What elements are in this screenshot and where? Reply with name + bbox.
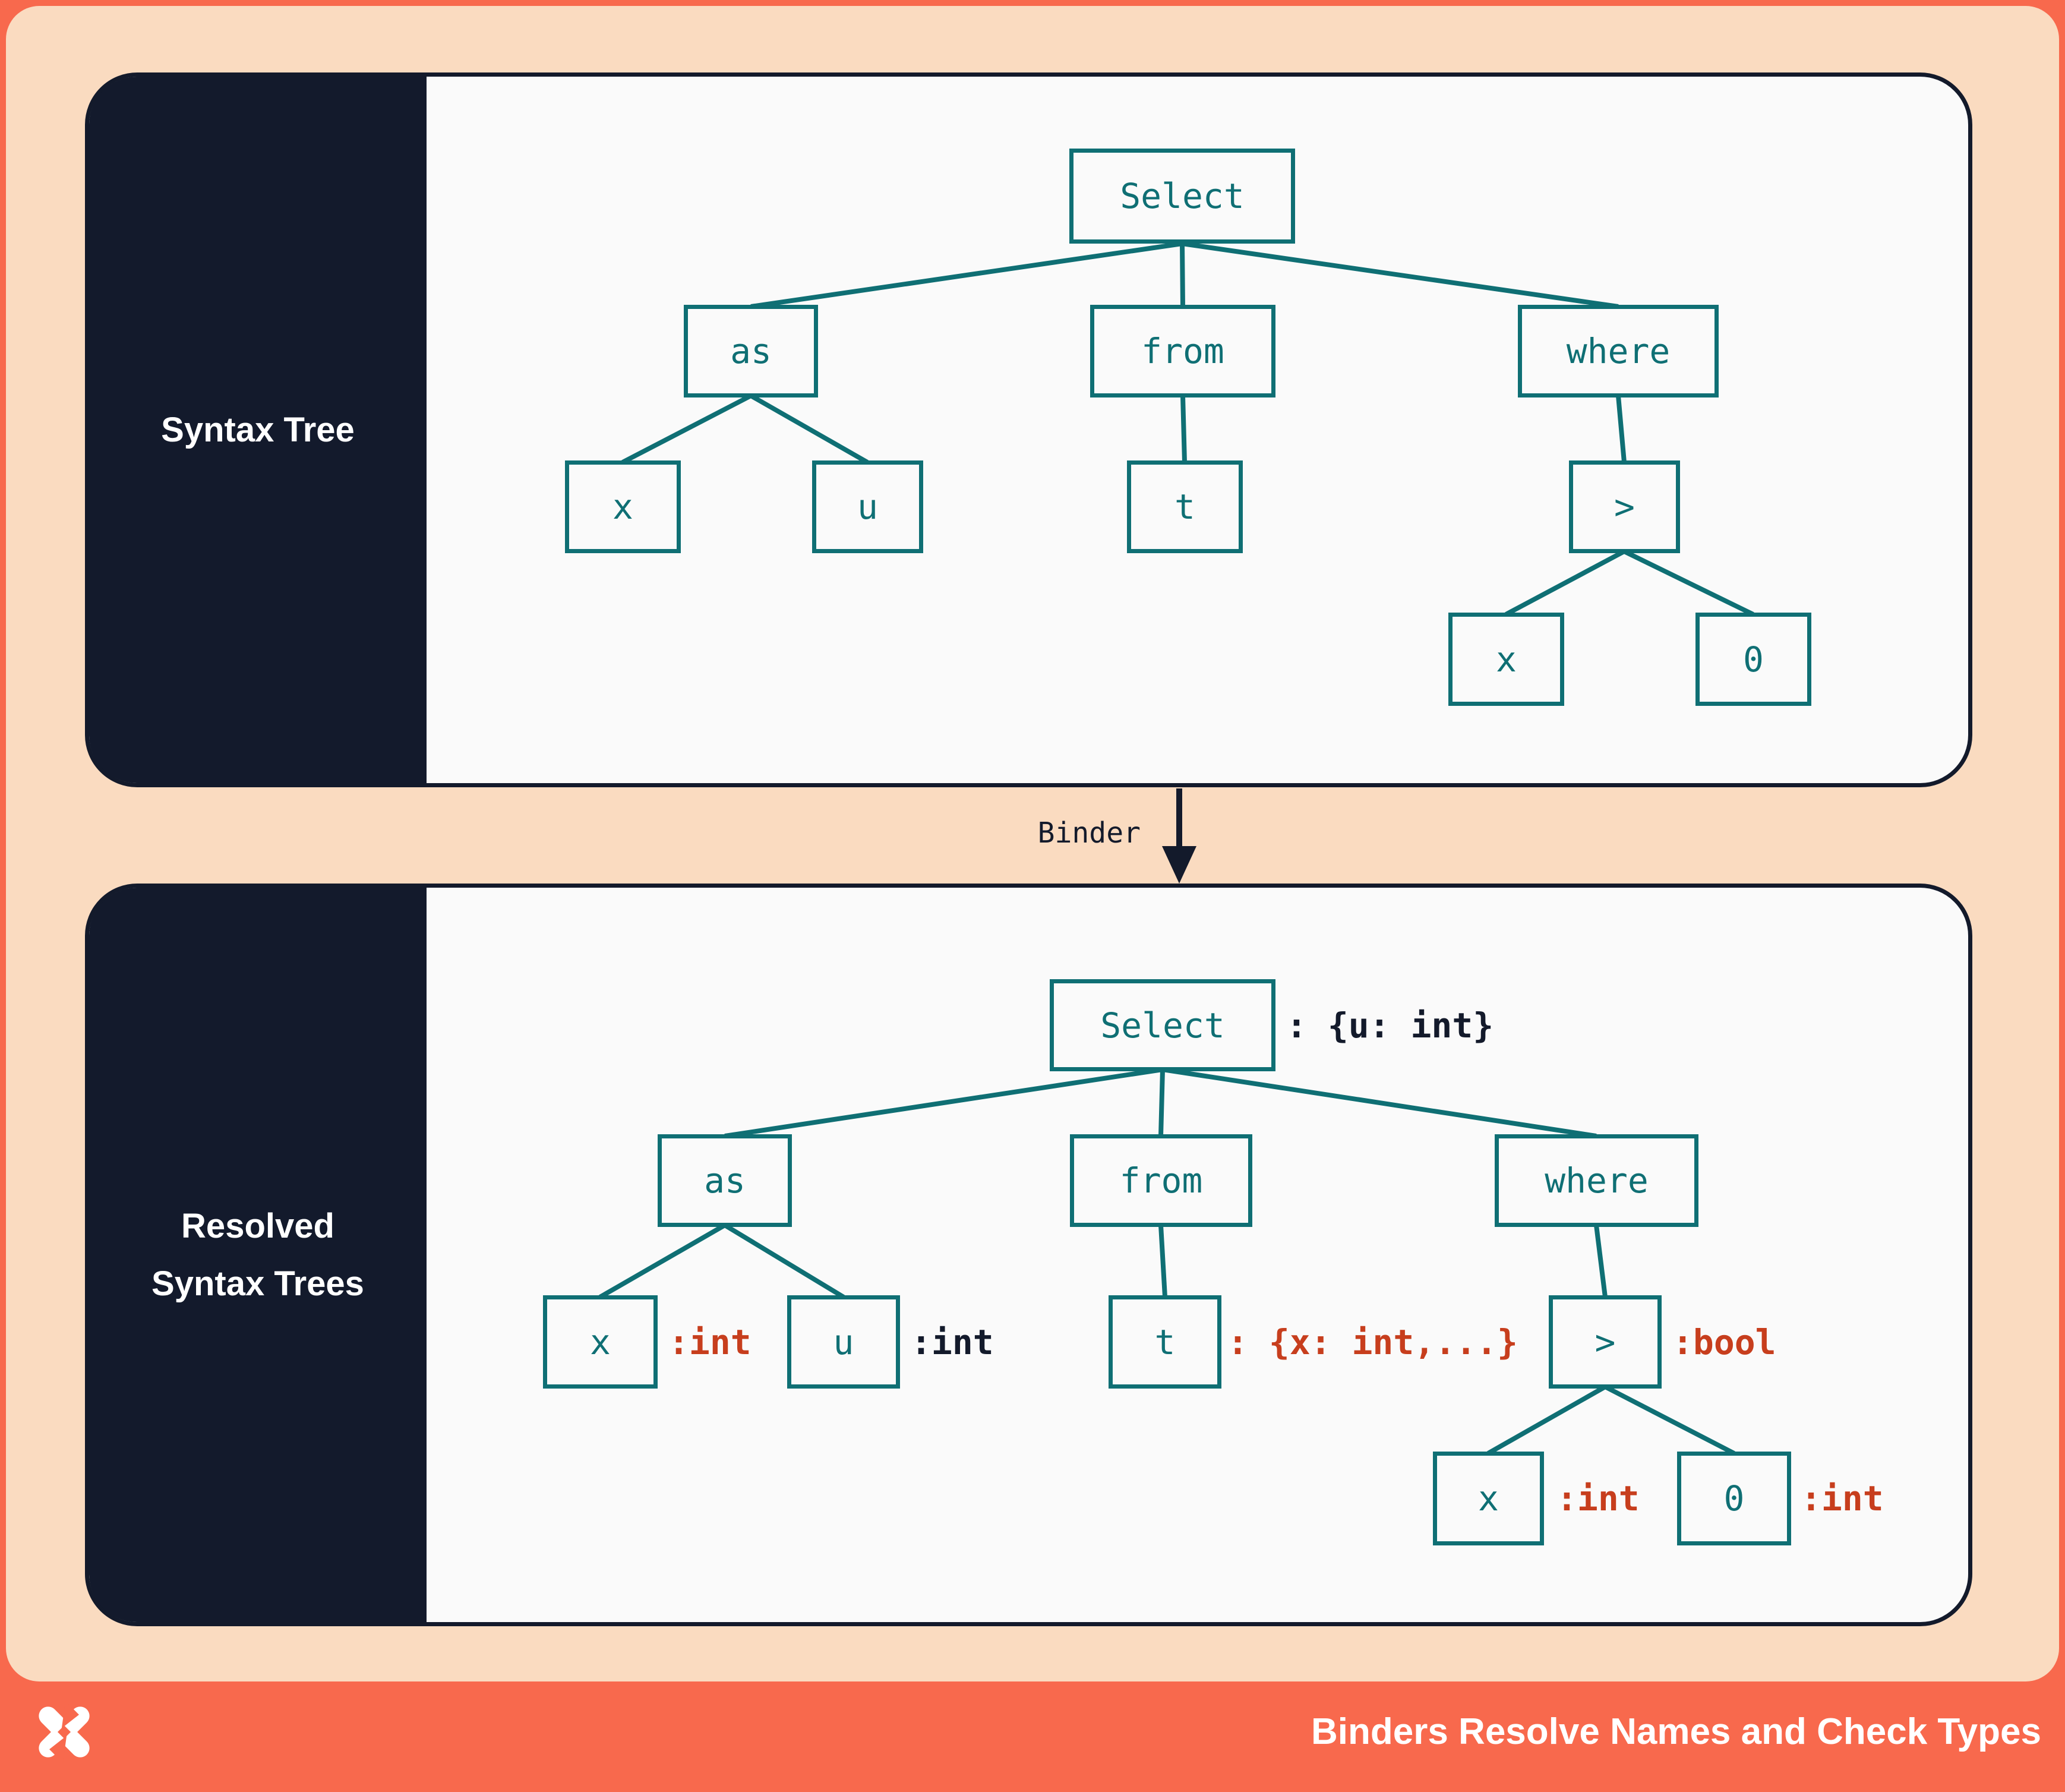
node-select-resolved: Select	[1050, 979, 1275, 1071]
resolved-syntax-trees-panel-sidebar: Resolved Syntax Trees	[89, 888, 427, 1622]
node-zero-resolved: 0	[1677, 1452, 1791, 1545]
resolved-syntax-trees-panel: Resolved Syntax Trees	[85, 884, 1972, 1626]
edge-select-where	[1162, 1067, 1597, 1138]
edge-gt-zero	[1623, 549, 1754, 617]
type-annotation-x-right: :int	[1556, 1478, 1640, 1519]
edge-select-from	[1158, 1069, 1165, 1137]
type-annotation-greater-than: :bool	[1672, 1321, 1776, 1362]
node-where-resolved: where	[1495, 1134, 1698, 1227]
node-u-resolved: u	[787, 1295, 900, 1389]
edge-from-t	[1158, 1225, 1167, 1298]
edge-where-gt	[1594, 1225, 1608, 1298]
type-annotation-select: : {u: int}	[1286, 1005, 1494, 1046]
binder-arrow	[1162, 788, 1196, 884]
binder-label: Binder	[1037, 816, 1141, 850]
syntax-tree-panel: Syntax Tree	[85, 72, 1972, 787]
type-annotation-u: :int	[911, 1321, 994, 1362]
node-u: u	[812, 460, 923, 553]
node-from: from	[1090, 305, 1275, 397]
node-greater-than: >	[1569, 460, 1680, 553]
edge-as-x	[599, 1223, 726, 1299]
edge-select-from	[1180, 243, 1185, 307]
node-zero: 0	[1695, 613, 1811, 706]
node-x-left-resolved: x	[543, 1295, 658, 1389]
edge-as-x	[621, 393, 752, 465]
edge-as-u	[750, 393, 869, 465]
edge-select-as	[724, 1067, 1163, 1138]
bottom-tree-edges	[599, 1067, 1735, 1456]
node-as-resolved: as	[658, 1134, 792, 1227]
type-annotation-t: : {x: int,...}	[1227, 1321, 1518, 1362]
footer-title: Binders Resolve Names and Check Types	[1311, 1711, 2041, 1752]
syntax-tree-panel-sidebar: Syntax Tree	[89, 77, 427, 783]
edge-from-t	[1180, 395, 1187, 463]
edge-select-where	[1182, 241, 1619, 309]
resolved-panel-label-line2: Syntax Trees	[151, 1264, 364, 1303]
edge-select-as	[750, 241, 1183, 309]
top-tree-edges	[621, 241, 1754, 617]
syntax-tree-panel-label: Syntax Tree	[161, 411, 355, 449]
node-t-resolved: t	[1109, 1295, 1221, 1389]
x-pinwheel-logo-icon	[39, 1701, 90, 1763]
node-x-right-resolved: x	[1433, 1452, 1544, 1545]
edge-where-gt	[1616, 395, 1627, 463]
type-annotation-x-left: :int	[668, 1321, 752, 1362]
edge-as-u	[723, 1223, 845, 1299]
node-x-right: x	[1448, 613, 1564, 706]
node-t: t	[1127, 460, 1243, 553]
node-where: where	[1518, 305, 1719, 397]
edge-gt-x	[1487, 1384, 1606, 1456]
resolved-panel-label-line1: Resolved	[181, 1207, 334, 1245]
edge-gt-x	[1505, 549, 1625, 617]
node-x-left: x	[565, 460, 681, 553]
type-annotation-zero: :int	[1801, 1478, 1884, 1519]
node-select: Select	[1069, 149, 1295, 244]
binder-arrowhead-icon	[1162, 846, 1196, 884]
node-greater-than-resolved: >	[1549, 1295, 1662, 1389]
node-as: as	[684, 305, 818, 397]
edge-gt-zero	[1604, 1384, 1735, 1456]
node-from-resolved: from	[1070, 1134, 1252, 1227]
